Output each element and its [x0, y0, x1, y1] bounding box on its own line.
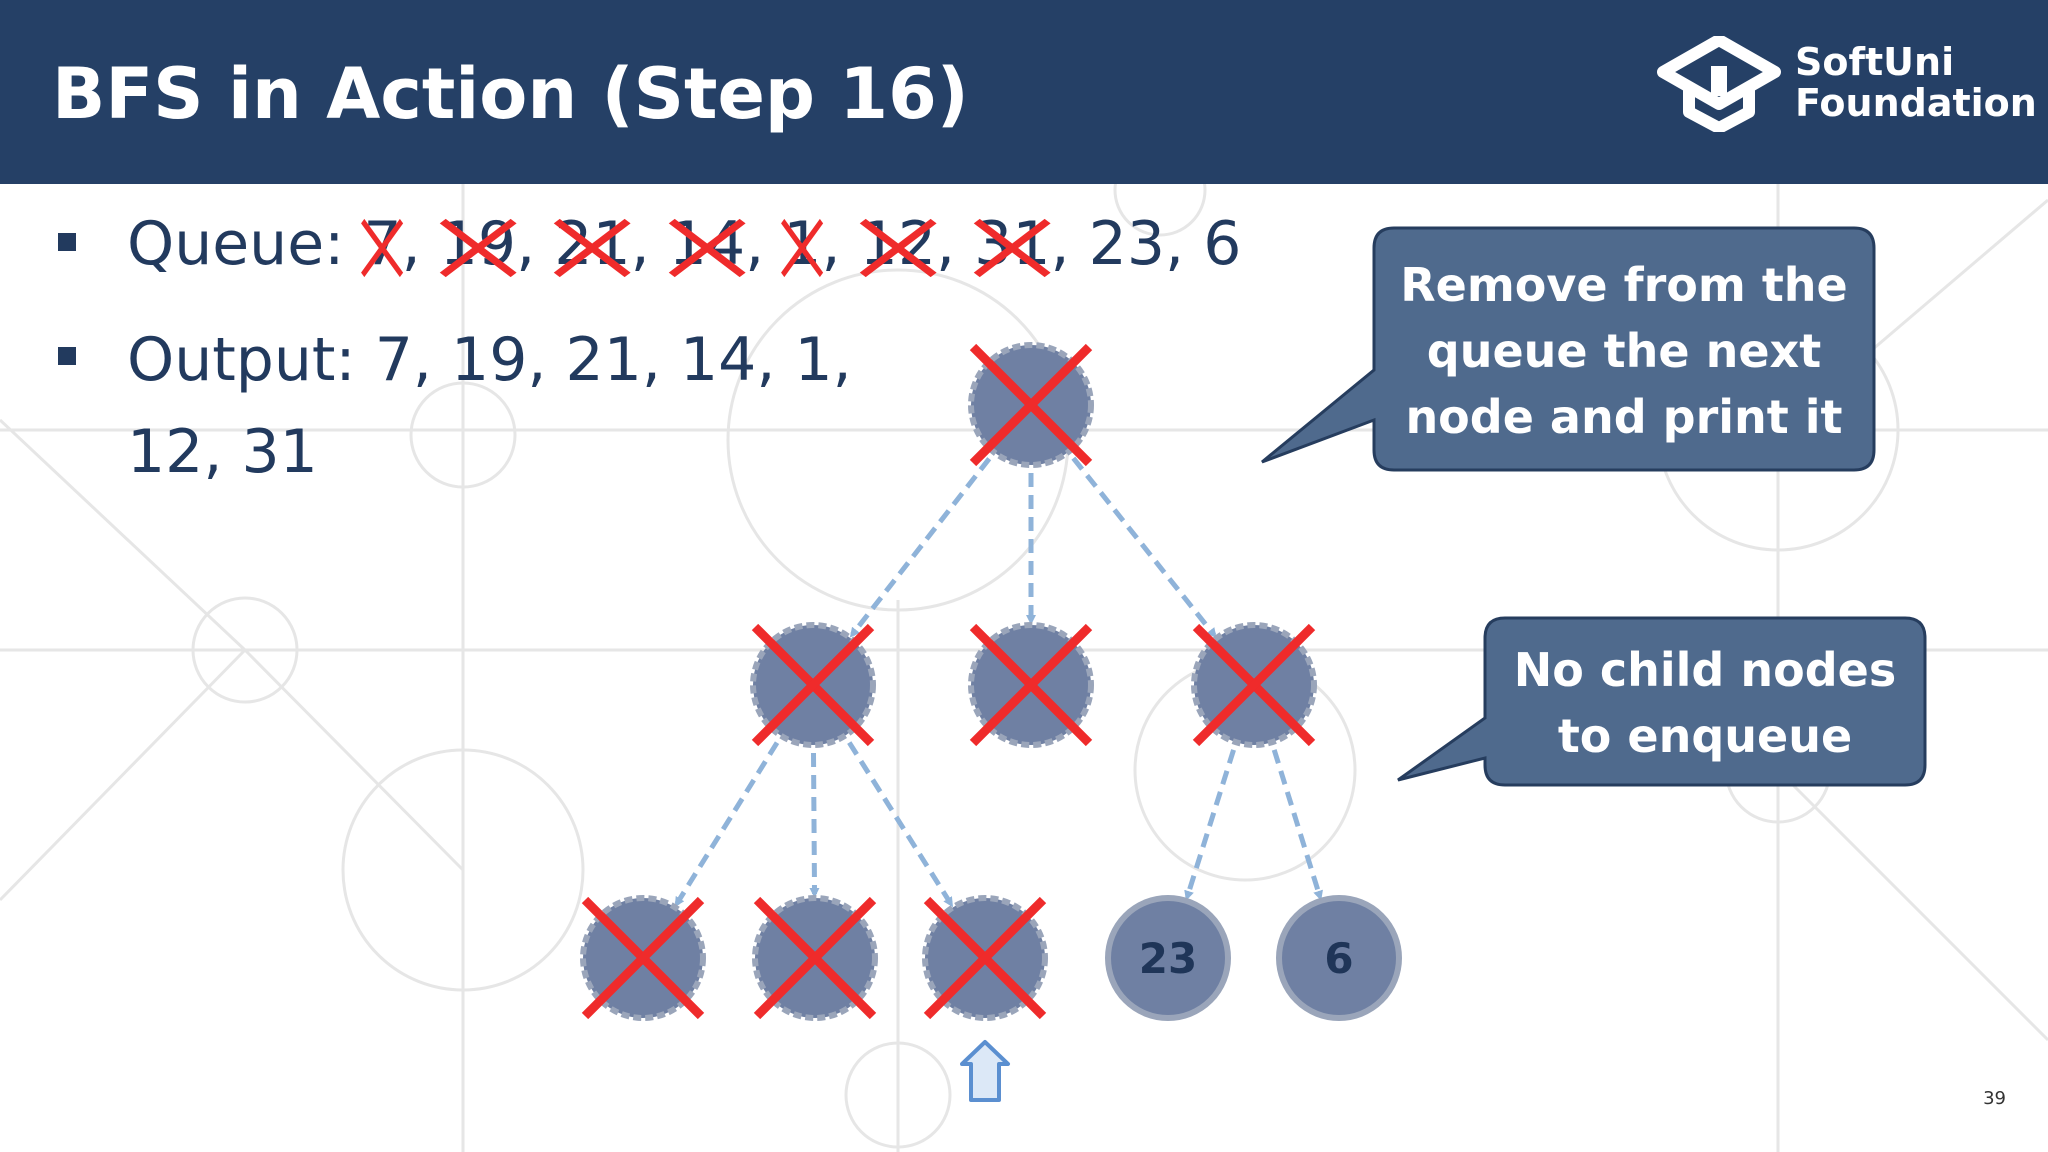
node-cross-icon	[969, 623, 1093, 747]
up-arrow-icon	[960, 1040, 1010, 1102]
node-cross-icon	[581, 896, 705, 1020]
callout-no-children-line-2: to enqueue	[1557, 709, 1853, 763]
logo-text: SoftUni Foundation	[1795, 42, 2037, 124]
logo-line-2: Foundation	[1795, 81, 2037, 125]
queue-separator: ,	[1050, 209, 1089, 279]
logo-line-1: SoftUni	[1795, 40, 1955, 84]
queue-separator: ,	[630, 209, 669, 279]
callout-remove-line-2: queue the next	[1426, 324, 1822, 378]
queue-separator: ,	[936, 209, 975, 279]
queue-item-cross-icon	[439, 218, 517, 278]
callout-remove-text: Remove from the queue the next node and …	[1374, 252, 1874, 450]
node-cross-icon	[923, 896, 1047, 1020]
tree-edge-n14-n23	[1184, 749, 1236, 901]
output-line-1: Output: 7, 19, 21, 14, 1,	[127, 325, 852, 395]
bullet-queue	[58, 233, 76, 251]
queue-item-cross-icon	[554, 218, 631, 278]
queue-separator: ,	[401, 209, 440, 279]
queue-item-cross-icon	[781, 218, 824, 278]
queue-item-1: 1	[781, 202, 824, 286]
tree-node-14	[1191, 622, 1317, 748]
queue-item-cross-icon	[361, 218, 404, 278]
callout-remove-line-3: node and print it	[1405, 390, 1843, 444]
tree-node-label: 23	[1139, 934, 1197, 983]
tree-node-19	[750, 622, 876, 748]
bullet-output	[58, 347, 76, 365]
tree-node-12	[752, 895, 878, 1021]
tree-node-31	[922, 895, 1048, 1021]
callout-no-children-line-1: No child nodes	[1513, 643, 1897, 697]
softuni-logo: SoftUni Foundation	[1655, 36, 2037, 132]
queue-label: Queue:	[127, 209, 345, 279]
tree-node-6: 6	[1276, 895, 1402, 1021]
tree-node-circle	[1276, 895, 1402, 1021]
tree-edge-n7-n19	[849, 457, 992, 638]
tree-edge-n14-n6	[1271, 749, 1323, 901]
queue-item-19: 19	[439, 202, 517, 286]
tree-node-circle	[1105, 895, 1231, 1021]
queue-item-12: 12	[859, 202, 937, 286]
tree-edge-n7-n14	[1071, 456, 1217, 639]
queue-item-14: 14	[668, 202, 746, 286]
node-cross-icon	[753, 896, 877, 1020]
queue-item-7: 7	[361, 202, 404, 286]
queue-separator: ,	[745, 209, 784, 279]
slide-title: BFS in Action (Step 16)	[52, 53, 969, 135]
queue-item-cross-icon	[973, 218, 1051, 278]
queue-items: 7, 19, 21, 14, 1, 12, 31, 23, 6	[344, 209, 1241, 279]
queue-separator: ,	[821, 209, 860, 279]
queue-separator: ,	[516, 209, 555, 279]
queue-item-cross-icon	[859, 218, 937, 278]
queue-separator: ,	[1165, 209, 1204, 279]
tree-node-23: 23	[1105, 895, 1231, 1021]
queue-item-6: 6	[1203, 209, 1242, 279]
tree-edge-n19-n31	[847, 741, 954, 908]
output-line-2: 12, 31	[127, 417, 318, 487]
queue-item-31: 31	[973, 202, 1051, 286]
node-cross-icon	[1192, 623, 1316, 747]
tree-node-7	[968, 342, 1094, 468]
queue-item-cross-icon	[668, 218, 746, 278]
tree-node-1	[580, 895, 706, 1021]
tree-node-label: 6	[1324, 934, 1353, 983]
callout-no-children-text: No child nodes to enqueue	[1485, 637, 1925, 769]
tree-edge-n19-n1	[674, 741, 780, 908]
node-cross-icon	[751, 623, 875, 747]
tree-edge-n19-n12	[809, 752, 820, 899]
queue-item-23: 23	[1088, 209, 1166, 279]
tree-node-21	[968, 622, 1094, 748]
graduation-cap-icon	[1657, 36, 1781, 132]
node-cross-icon	[969, 343, 1093, 467]
queue-item-21: 21	[554, 202, 631, 286]
queue-line: Queue: 7, 19, 21, 14, 1, 12, 31, 23, 6	[127, 202, 1241, 286]
page-number: 39	[1983, 1088, 2006, 1109]
callout-remove-line-1: Remove from the	[1400, 258, 1848, 312]
